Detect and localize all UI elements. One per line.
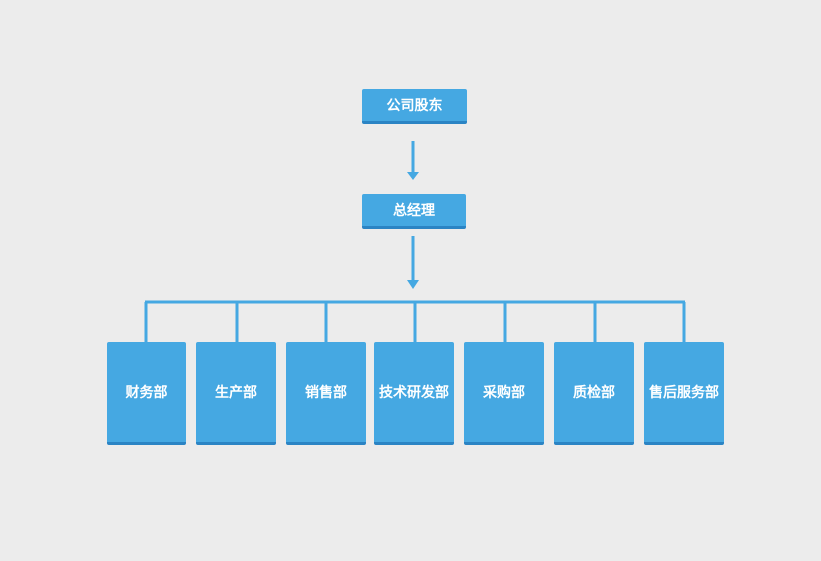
arrow-manager-bus (407, 280, 419, 289)
node-general-manager[interactable]: 总经理 (362, 194, 466, 229)
node-label: 销售部 (305, 385, 347, 401)
node-label: 生产部 (215, 385, 257, 401)
node-dept-quality[interactable]: 质检部 (554, 342, 634, 445)
node-label: 售后服务部 (649, 385, 719, 401)
node-dept-procurement[interactable]: 采购部 (464, 342, 544, 445)
node-label: 公司股东 (386, 98, 443, 114)
arrow-root-manager (407, 172, 419, 180)
node-dept-finance[interactable]: 财务部 (107, 342, 186, 445)
node-label: 技术研发部 (379, 385, 449, 401)
node-dept-rnd[interactable]: 技术研发部 (374, 342, 454, 445)
node-company-shareholders[interactable]: 公司股东 (362, 89, 467, 124)
node-label: 质检部 (573, 385, 615, 401)
node-label: 总经理 (393, 203, 435, 219)
node-dept-after-sales[interactable]: 售后服务部 (644, 342, 724, 445)
node-dept-production[interactable]: 生产部 (196, 342, 276, 445)
node-label: 采购部 (483, 385, 525, 401)
node-label: 财务部 (125, 385, 168, 401)
node-dept-sales[interactable]: 销售部 (286, 342, 366, 445)
